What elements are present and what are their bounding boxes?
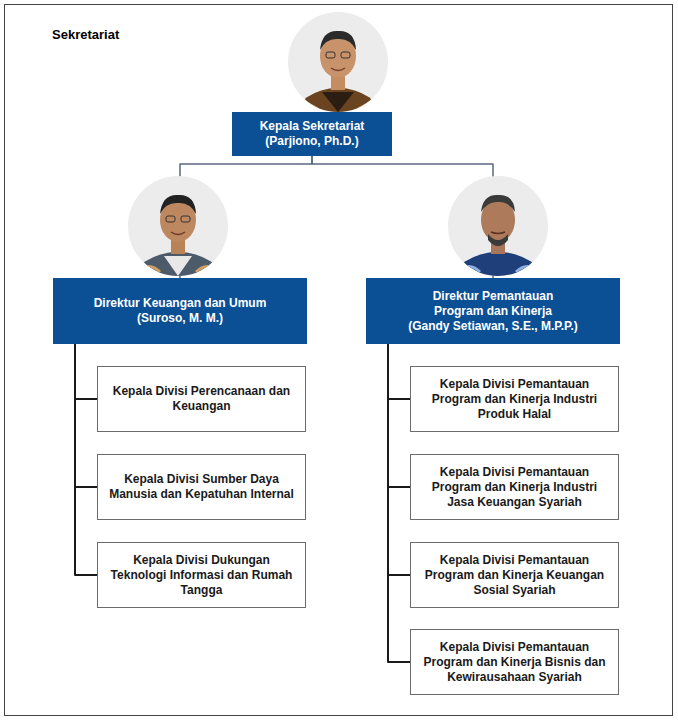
position-box: Kepala Sekretariat(Parjiono, Ph.D.) bbox=[232, 112, 392, 156]
box-title: Direktur Keuangan dan Umum bbox=[60, 296, 300, 311]
box-title: Direktur Pemantauan Program dan Kinerja bbox=[408, 289, 578, 319]
text-group: Direktur Pemantauan Program dan Kinerja(… bbox=[408, 289, 578, 334]
person-name: (Suroso, M. M.) bbox=[60, 311, 300, 326]
org-connector bbox=[388, 344, 410, 487]
frame-border bbox=[5, 5, 673, 716]
position-box: Direktur Keuangan dan Umum(Suroso, M. M.… bbox=[53, 278, 307, 344]
box-title: Kepala Divisi Sumber Daya Manusia dan Ke… bbox=[104, 472, 299, 502]
division-box: Kepala Divisi Perencanaan dan Keuangan bbox=[97, 366, 306, 432]
text-group: Kepala Divisi Pemantauan Program dan Kin… bbox=[417, 553, 612, 598]
text-group: Kepala Divisi Sumber Daya Manusia dan Ke… bbox=[104, 472, 299, 502]
org-connector bbox=[388, 344, 410, 575]
division-box: Kepala Divisi Dukungan Teknologi Informa… bbox=[97, 542, 306, 608]
box-title: Kepala Divisi Pemantauan Program dan Kin… bbox=[417, 377, 612, 422]
division-box: Kepala Divisi Pemantauan Program dan Kin… bbox=[410, 454, 619, 520]
text-group: Kepala Sekretariat(Parjiono, Ph.D.) bbox=[239, 119, 385, 149]
division-box: Kepala Divisi Pemantauan Program dan Kin… bbox=[410, 629, 619, 695]
org-connector bbox=[388, 344, 410, 399]
chart-title: Sekretariat bbox=[52, 27, 119, 42]
text-group: Direktur Keuangan dan Umum(Suroso, M. M.… bbox=[60, 296, 300, 326]
box-title: Kepala Divisi Dukungan Teknologi Informa… bbox=[104, 553, 299, 598]
org-connector bbox=[388, 344, 410, 662]
box-title: Kepala Divisi Perencanaan dan Keuangan bbox=[104, 384, 299, 414]
box-title: Kepala Sekretariat bbox=[239, 119, 385, 134]
text-group: Kepala Divisi Pemantauan Program dan Kin… bbox=[417, 465, 612, 510]
org-connector bbox=[75, 344, 97, 575]
text-group: Kepala Divisi Perencanaan dan Keuangan bbox=[104, 384, 299, 414]
person-name: (Parjiono, Ph.D.) bbox=[239, 134, 385, 149]
division-box: Kepala Divisi Pemantauan Program dan Kin… bbox=[410, 542, 619, 608]
box-title: Kepala Divisi Pemantauan Program dan Kin… bbox=[417, 640, 612, 685]
text-group: Kepala Divisi Pemantauan Program dan Kin… bbox=[417, 377, 612, 422]
text-group: Kepala Divisi Dukungan Teknologi Informa… bbox=[104, 553, 299, 598]
division-box: Kepala Divisi Sumber Daya Manusia dan Ke… bbox=[97, 454, 306, 520]
person-name: (Gandy Setiawan, S.E., M.P.P.) bbox=[408, 319, 578, 334]
org-connector bbox=[75, 344, 97, 399]
text-group: Kepala Divisi Pemantauan Program dan Kin… bbox=[417, 640, 612, 685]
org-connector bbox=[75, 344, 97, 487]
division-box: Kepala Divisi Pemantauan Program dan Kin… bbox=[410, 366, 619, 432]
box-title: Kepala Divisi Pemantauan Program dan Kin… bbox=[417, 553, 612, 598]
box-title: Kepala Divisi Pemantauan Program dan Kin… bbox=[417, 465, 612, 510]
position-box: Direktur Pemantauan Program dan Kinerja(… bbox=[366, 278, 620, 344]
